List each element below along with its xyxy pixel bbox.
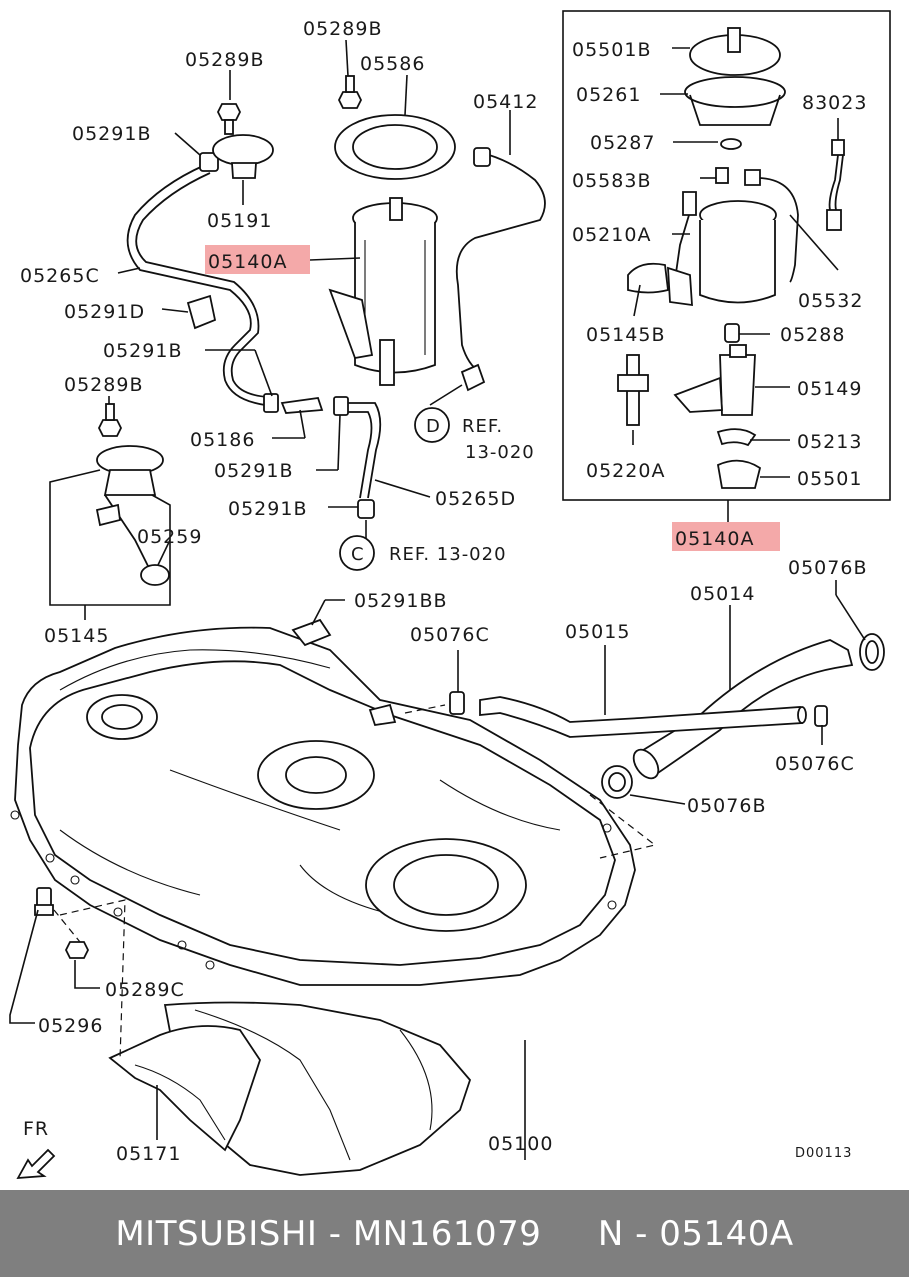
label-05583B: 05583B [572,170,651,192]
label-05501: 05501 [797,468,862,490]
label-05288: 05288 [780,324,845,346]
label-05291B-d: 05291B [228,498,307,520]
label-05287: 05287 [590,132,655,154]
label-05289B-left: 05289B [185,49,264,71]
label-05259: 05259 [137,526,202,548]
leader-lines [9,39,866,1160]
label-05191: 05191 [207,210,272,232]
footer-text: MITSUBISHI - MN161079 N - 05140A [115,1213,794,1254]
label-05100: 05100 [488,1133,553,1155]
highlight-box [672,522,780,551]
label-05149: 05149 [797,378,862,400]
fuel-tank-exploded-diagram: 05289B 05586 05289B 05412 05291B 05191 0… [9,10,891,1180]
highlight-main [205,245,310,274]
hoses-upper-left [126,75,382,519]
label-05291D: 05291D [64,301,145,323]
label-05412: 05412 [473,91,538,113]
label-05532: 05532 [798,290,863,312]
label-05289B-mid: 05289B [64,374,143,396]
part-number-footer: MITSUBISHI - MN161079 N - 05140A [0,1190,909,1277]
label-05261: 05261 [576,84,641,106]
label-05076B-b: 05076B [687,795,766,817]
label-05291B-b: 05291B [103,340,182,362]
label-05145B: 05145B [586,324,665,346]
label-05291B-a: 05291B [72,123,151,145]
label-05296: 05296 [38,1015,103,1037]
label-05140A-main: 05140A [208,251,287,273]
part-labels: 05289B 05586 05289B 05412 05291B 05191 0… [20,18,867,1165]
label-05501B: 05501B [572,39,651,61]
ref-d-text-line1: REF. [462,416,503,437]
label-05289B-top: 05289B [303,18,382,40]
label-05186: 05186 [190,429,255,451]
label-05291BB: 05291BB [354,590,448,612]
drain-bolts [34,887,90,959]
filler-pipe [449,633,885,799]
fuel-tank [10,618,636,1176]
label-05220A: 05220A [586,460,665,482]
reference-labels: D REF. 13-020 C REF. 13-020 FR D00113 [23,416,852,1161]
label-05265D: 05265D [435,488,516,510]
label-05171: 05171 [116,1143,181,1165]
pump-detail-box [562,10,891,501]
ref-d-letter: D [426,416,441,437]
label-05145: 05145 [44,625,109,647]
label-05291B-c: 05291B [214,460,293,482]
label-05289C: 05289C [105,979,185,1001]
gasket [334,114,456,180]
label-83023: 83023 [802,92,867,114]
label-05015: 05015 [565,621,630,643]
label-05076B-a: 05076B [788,557,867,579]
label-05265C: 05265C [20,265,100,287]
label-05586: 05586 [360,53,425,75]
diagram-code: D00113 [795,1146,852,1161]
label-05076C-b: 05076C [775,753,855,775]
label-05076C-a: 05076C [410,624,490,646]
fuel-pump-module [328,147,546,392]
fuel-sender [95,403,170,586]
label-05140A-box: 05140A [675,528,754,550]
ref-d-text-line2: 13-020 [465,442,535,463]
ref-c-text: REF. 13-020 [389,544,507,565]
ref-c-letter: C [351,544,365,565]
label-05210A: 05210A [572,224,651,246]
label-05014: 05014 [690,583,755,605]
reference-markers [339,407,450,571]
label-05213: 05213 [797,431,862,453]
front-arrow-icon [16,1148,56,1180]
front-label: FR [23,1118,49,1140]
